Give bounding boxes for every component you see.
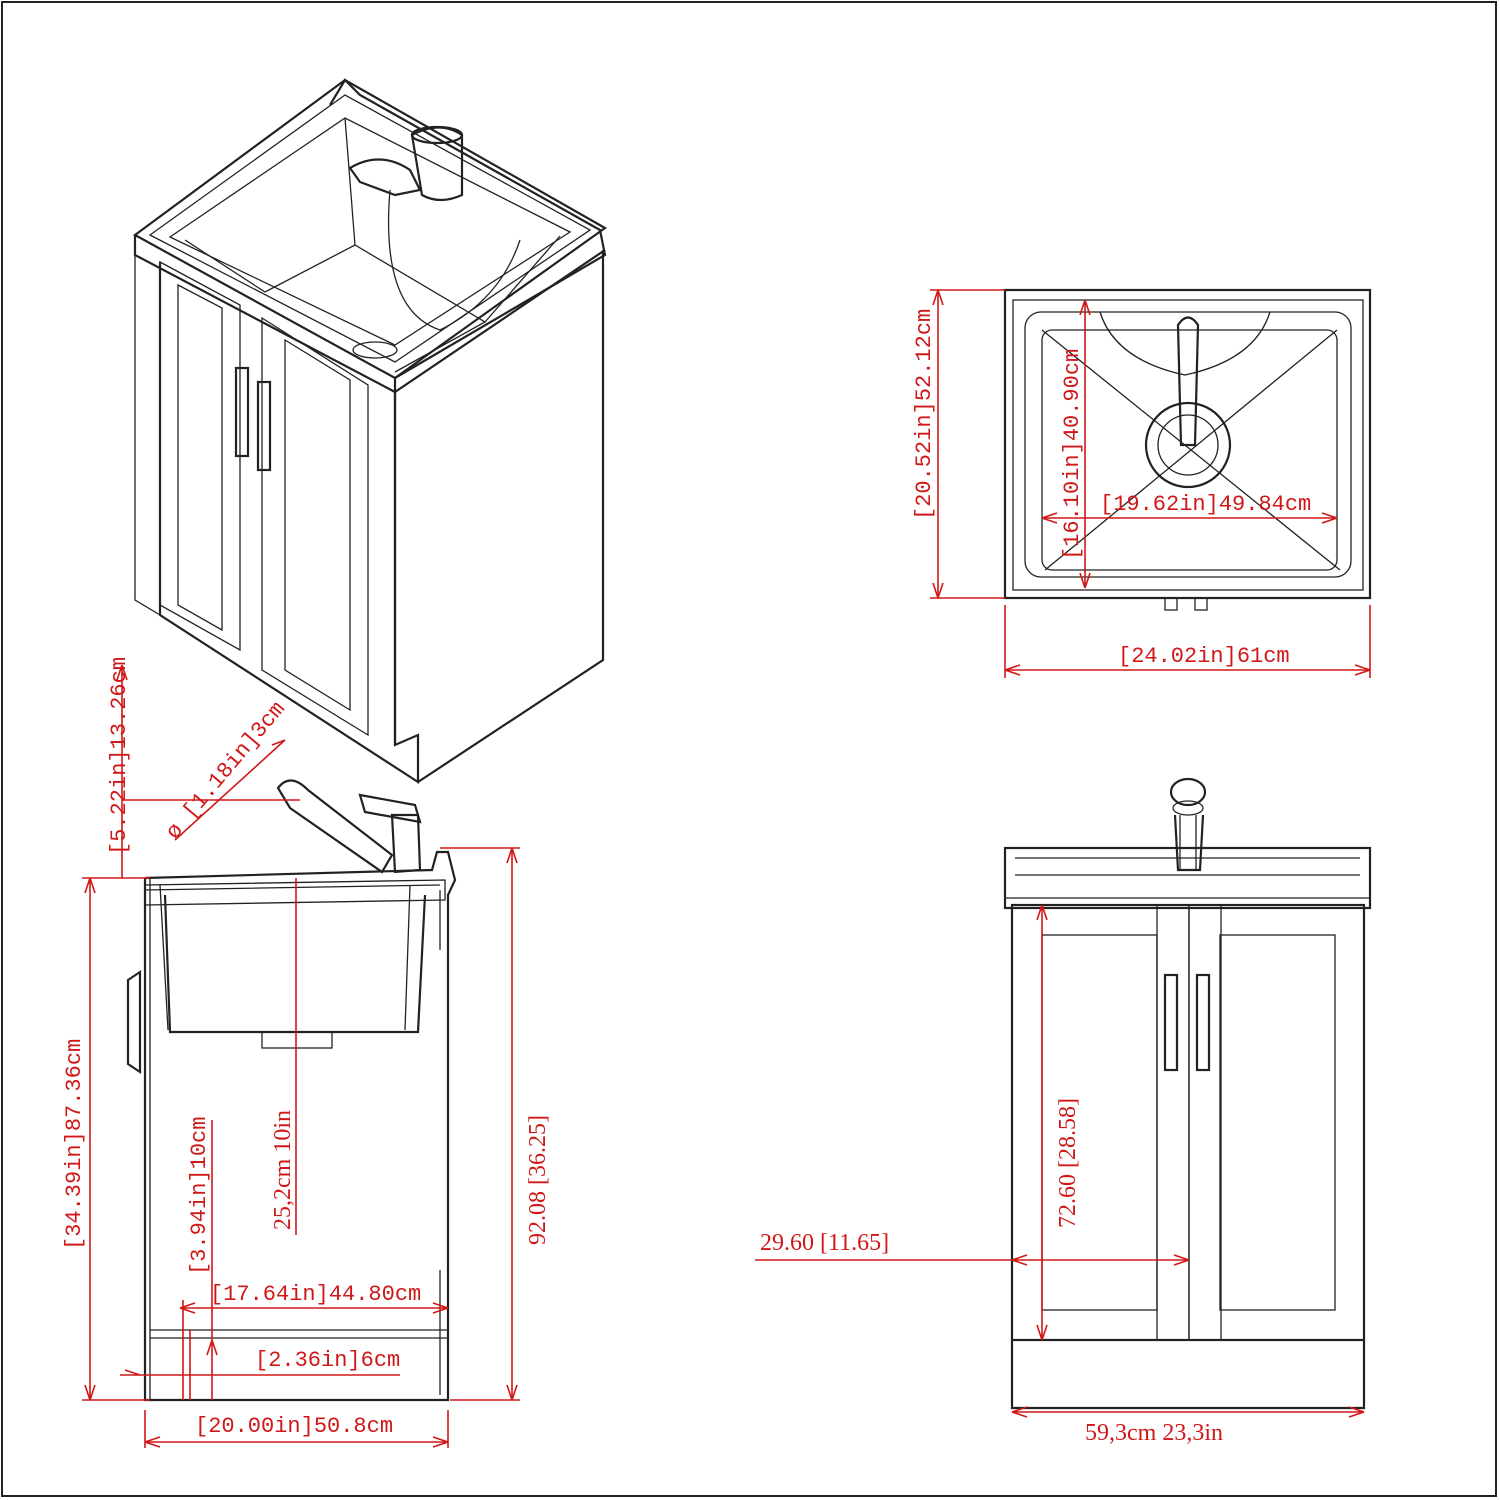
- door-width-label: 29.60 [11.65]: [760, 1230, 889, 1256]
- bowl-width-label: [19.62in]49.84cm: [1100, 492, 1311, 517]
- overall-height-label: 92.08 [36.25]: [525, 1115, 551, 1245]
- total-height-label: [34.39in]87.36cm: [62, 1039, 87, 1250]
- front-view-drawing: [1003, 777, 1372, 1410]
- front-view-dimensions: 72.60 [28.58] 29.60 [11.65] 59,3cm 23,3i…: [755, 904, 1365, 1446]
- sink-depth-label: 25,2cm 10in: [270, 1110, 296, 1230]
- faucet-height-label: [5.22in]13.26cm: [107, 657, 132, 855]
- inner-depth-label: [17.64in]44.80cm: [210, 1282, 421, 1307]
- side-view-drawing: [126, 779, 457, 1402]
- spout-diameter-label: ø [1.18in]3cm: [161, 697, 290, 845]
- side-view-dimensions: [5.22in]13.26cm ø [1.18in]3cm 25,2cm 10i…: [62, 657, 551, 1448]
- top-view-drawing: [1003, 288, 1372, 611]
- base-label: [2.36in]6cm: [255, 1348, 400, 1373]
- top-depth-label: [20.52in]52.12cm: [912, 309, 937, 520]
- front-width-label: 59,3cm 23,3in: [1085, 1420, 1223, 1446]
- door-height-label: 72.60 [28.58]: [1055, 1098, 1081, 1228]
- top-view-dimensions: [24.02in]61cm [20.52in]52.12cm [19.62in]…: [912, 289, 1371, 678]
- toe-kick-label: [3.94in]10cm: [187, 1117, 212, 1275]
- top-width-label: [24.02in]61cm: [1118, 644, 1290, 669]
- side-depth-label: [20.00in]50.8cm: [195, 1414, 393, 1439]
- bowl-depth-label: [16.10in]40.90cm: [1060, 349, 1085, 560]
- isometric-cabinet-view: [132, 78, 608, 785]
